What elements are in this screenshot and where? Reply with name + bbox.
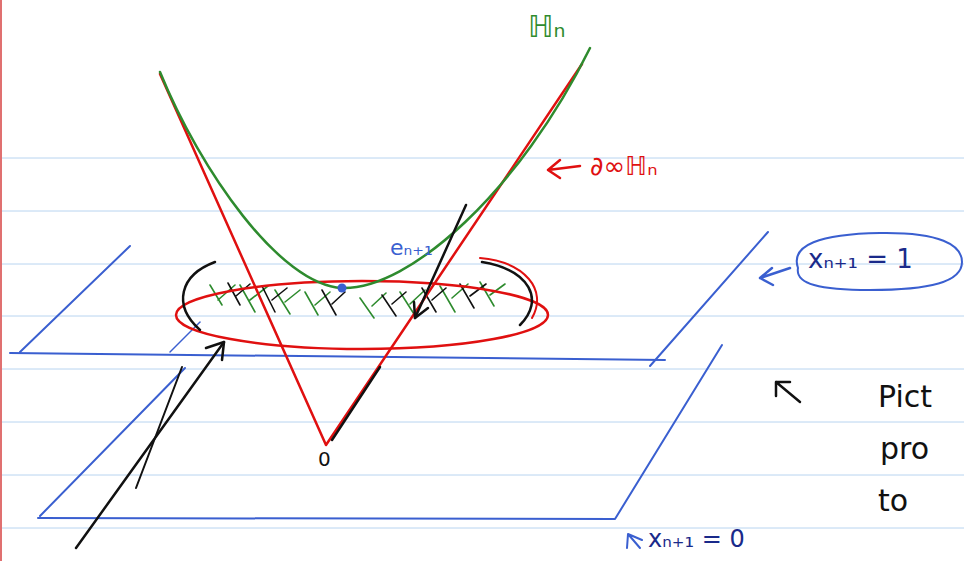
plane-label: xₙ₊₁ = 1 [808,245,913,274]
boundary-label: ∂∞ℍₙ [590,152,658,181]
plane-label: xₙ₊₁ = 0 [648,526,745,552]
point-label: eₙ₊₁ [390,236,433,260]
note-text: Pict [878,380,932,413]
note-text: pro [880,432,929,465]
origin-label: 0 [318,448,331,470]
space-label: ℍₙ [528,10,565,43]
note-text: to [878,484,908,517]
